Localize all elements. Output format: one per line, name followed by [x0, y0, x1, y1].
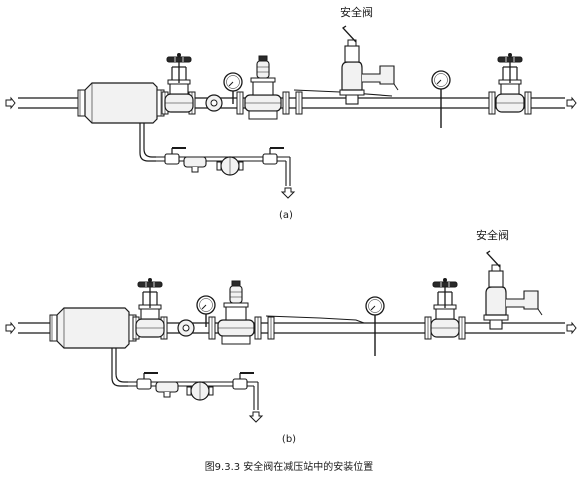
union — [205, 94, 223, 112]
panel-b-label: (b) — [282, 434, 296, 445]
thermometer — [431, 70, 451, 103]
globe-valve-outlet — [495, 52, 525, 113]
panel-a-label: (a) — [279, 210, 293, 221]
drain-strainer-b — [155, 381, 179, 398]
steam-trap-b — [186, 381, 214, 401]
globe-valve-inlet-b — [135, 277, 165, 338]
panel-b: 安全阀 (b) — [5, 228, 577, 445]
outlet-arrow-icon-b — [566, 322, 577, 334]
drain-strainer — [183, 156, 207, 173]
separator-b — [49, 307, 137, 387]
figure-caption: 图9.3.3 安全阀在减压站中的安装位置 — [205, 460, 374, 473]
steam-trap — [216, 156, 244, 176]
globe-valve-outlet-b — [430, 277, 460, 338]
safety-valve-a — [339, 25, 399, 105]
bypass-pipe-b — [265, 315, 365, 324]
separator — [77, 82, 165, 162]
pressure-reducing-valve-b — [217, 280, 255, 345]
drain-arrow-icon-b — [249, 411, 263, 423]
drain-arrow-icon — [281, 187, 295, 199]
safety-valve-label-b: 安全阀 — [476, 228, 509, 242]
safety-valve-label-a: 安全阀 — [340, 5, 373, 19]
pressure-reducing-valve — [244, 55, 282, 120]
panel-a: 安全阀 (a) — [5, 5, 577, 221]
drain-ball-valve-1-b — [136, 372, 159, 390]
drain-ball-valve-1 — [164, 147, 187, 165]
drain-ball-valve-2 — [262, 147, 285, 165]
union-b — [177, 319, 195, 337]
inlet-arrow-icon-b — [5, 322, 16, 334]
drain-ball-valve-2-b — [232, 372, 255, 390]
outlet-arrow-icon — [566, 97, 577, 109]
inlet-arrow-icon — [5, 97, 16, 109]
globe-valve-inlet — [164, 52, 194, 113]
safety-valve-b — [483, 250, 543, 330]
